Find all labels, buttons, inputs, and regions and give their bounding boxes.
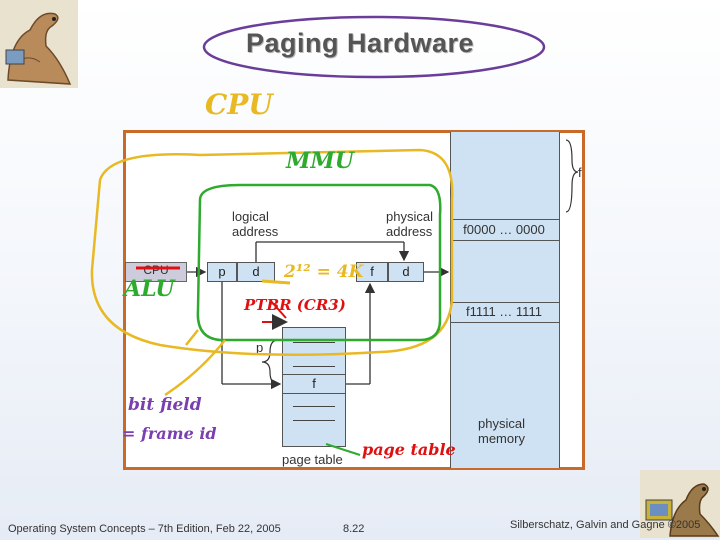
page-table-frame-entry: f	[282, 374, 346, 394]
dinosaur-logo-bottom	[640, 470, 720, 538]
page-size-annotation: 2¹² = 4K	[284, 262, 364, 282]
physical-offset-cell: d	[388, 262, 424, 282]
page-table-index-label: p	[256, 340, 264, 355]
frame-bracket-label: f	[578, 165, 582, 180]
physical-address-label: physical address	[386, 209, 433, 239]
page-table-label: page table	[282, 452, 343, 467]
ptbr-annotation: PTBR (CR3)	[244, 296, 346, 314]
memory-address-top: f0000 … 0000	[463, 222, 545, 237]
mmu-boundary-annotation	[196, 183, 442, 342]
frame-id-annotation: = frame id	[122, 424, 217, 443]
physical-memory-column	[450, 132, 560, 468]
physical-memory-label: physical memory	[478, 416, 525, 446]
slide-title: Paging Hardware	[245, 28, 475, 58]
dinosaur-logo-top	[0, 0, 78, 88]
footer-copyright: Silberschatz, Galvin and Gagne ©2005	[510, 519, 701, 531]
cpu-boundary-annotation	[90, 148, 454, 357]
cpu-annotation: CPU	[205, 88, 273, 121]
physical-frame-cell: f	[356, 262, 388, 282]
logical-address-label: logical address	[232, 209, 279, 239]
footer-slide-number: 8.22	[343, 523, 365, 535]
title-ellipse-annotation	[202, 15, 546, 79]
memory-address-bottom: f1111 … 1111	[466, 304, 542, 319]
footer-course: Operating System Concepts – 7th Edition,…	[8, 523, 281, 535]
mmu-annotation: MMU	[286, 148, 354, 174]
logical-offset-cell: d	[237, 262, 275, 282]
alu-annotation: ALU	[124, 276, 175, 302]
logical-page-cell: p	[207, 262, 237, 282]
page-table-annotation: page table	[362, 440, 456, 459]
bit-field-annotation: bit field	[128, 395, 202, 415]
